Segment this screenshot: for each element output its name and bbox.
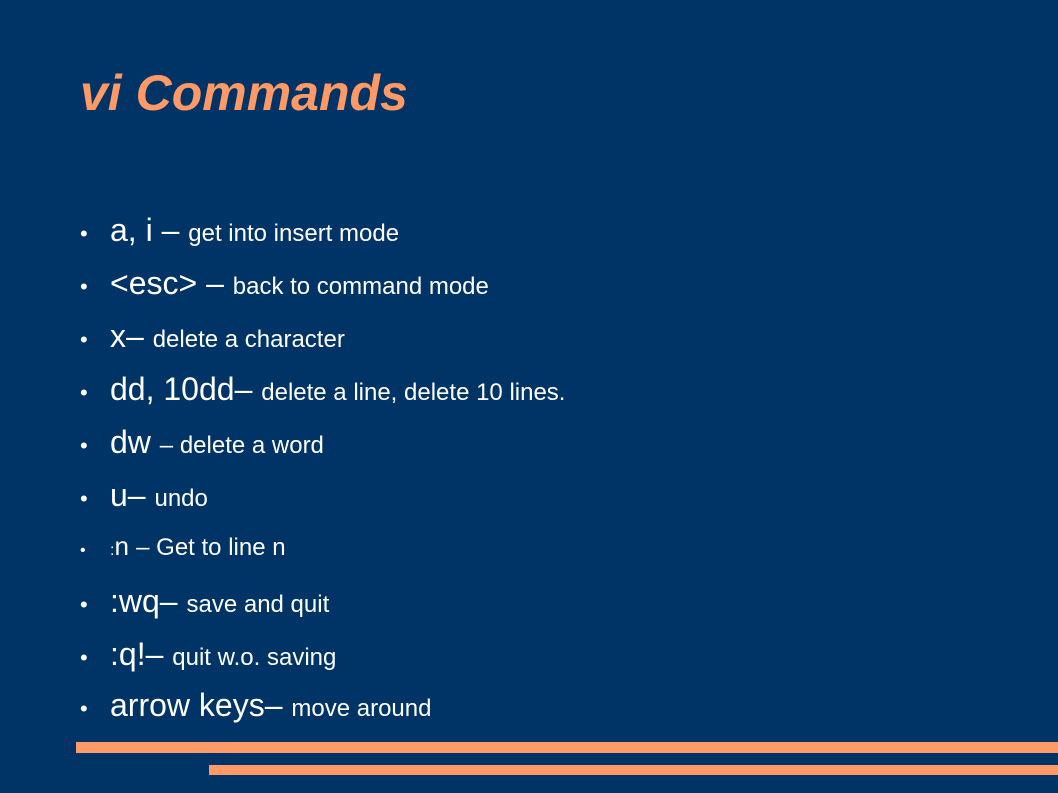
command-text: a, i – xyxy=(110,212,189,248)
slide-title: vi Commands xyxy=(80,65,408,121)
bullet-item: • dw – delete a word xyxy=(80,426,324,458)
bullet-item: • dd, 10dd– delete a line, delete 10 line… xyxy=(80,373,565,405)
bullet-item: • arrow keys– move around xyxy=(80,689,431,721)
command-text: x– xyxy=(110,318,153,354)
bullet-item: • x– delete a character xyxy=(80,320,345,352)
bullet-icon: • xyxy=(80,696,88,721)
command-description: – Get to line n xyxy=(136,534,286,561)
command-description: – delete a word xyxy=(159,432,324,459)
bullet-icon: • xyxy=(80,645,88,670)
accent-bar-bottom xyxy=(209,765,1058,775)
command-text: u– xyxy=(110,477,155,513)
command-description: quit w.o. saving xyxy=(172,644,337,671)
command-prefix: : xyxy=(110,542,115,559)
bullet-item: •:n – Get to line n xyxy=(80,533,286,560)
bullet-icon: • xyxy=(80,486,88,511)
bullet-item: • <esc> – back to command mode xyxy=(80,267,489,299)
command-description: delete a line, delete 10 lines. xyxy=(261,379,566,406)
bullet-icon: • xyxy=(80,380,88,405)
command-text: arrow keys– xyxy=(110,687,292,723)
bullet-icon: • xyxy=(80,542,86,559)
bullet-item: • a, i – get into insert mode xyxy=(80,214,399,246)
command-description: undo xyxy=(154,485,208,512)
command-text: dw xyxy=(110,424,160,460)
command-description: save and quit xyxy=(186,591,330,618)
command-text: :wq– xyxy=(110,583,187,619)
command-description: get into insert mode xyxy=(188,220,400,247)
bullet-icon: • xyxy=(80,433,88,458)
accent-bar-top xyxy=(76,742,1058,753)
command-description: back to command mode xyxy=(232,273,489,300)
bullet-item: • :wq– save and quit xyxy=(80,585,329,617)
bullet-item: • u– undo xyxy=(80,479,208,511)
bullet-icon: • xyxy=(80,221,88,246)
command-description: delete a character xyxy=(152,326,345,353)
bullet-item: • :q!– quit w.o. saving xyxy=(80,638,336,670)
command-text: <esc> – xyxy=(110,265,233,301)
bullet-icon: • xyxy=(80,274,88,299)
command-text: dd, 10dd– xyxy=(110,371,262,407)
command-description: move around xyxy=(291,695,432,722)
bullet-icon: • xyxy=(80,327,88,352)
command-text: n xyxy=(114,531,137,561)
bullet-icon: • xyxy=(80,592,88,617)
command-text: :q!– xyxy=(110,636,173,672)
